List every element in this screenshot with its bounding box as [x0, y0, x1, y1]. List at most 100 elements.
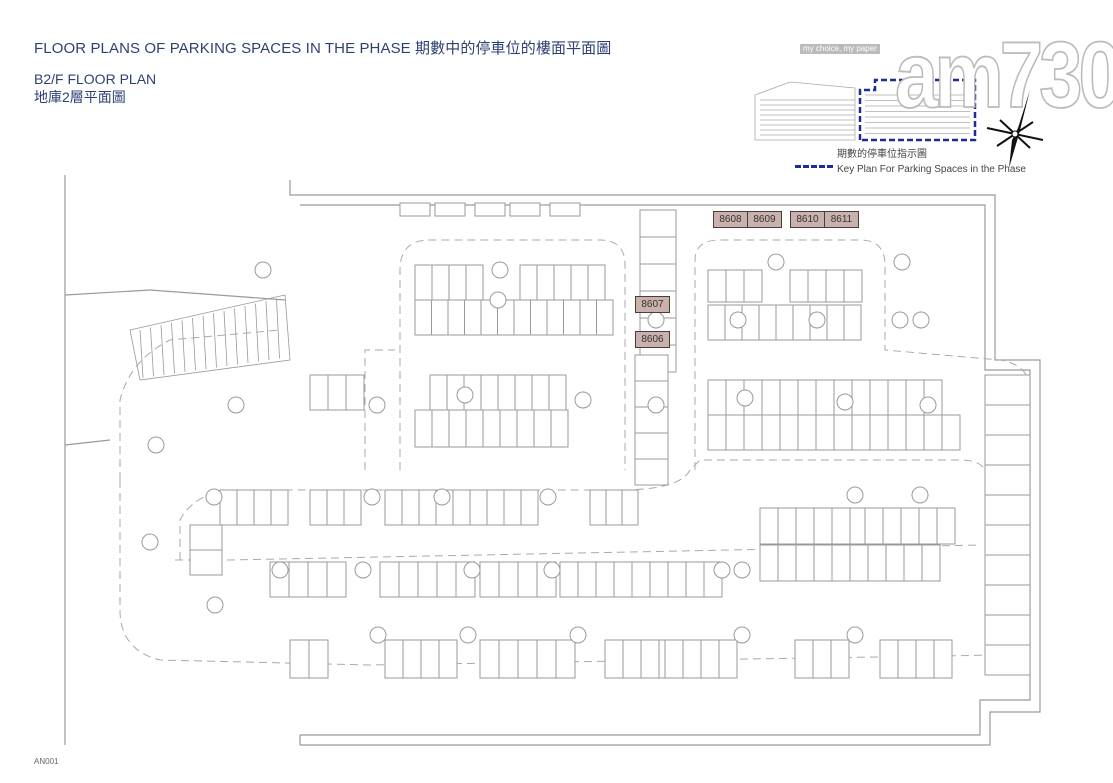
parking-bay: [343, 489, 362, 526]
parking-bay: [915, 639, 935, 679]
parking-bay: [794, 639, 814, 679]
parking-bay: [815, 414, 835, 451]
parking-bay: [807, 269, 827, 303]
column: [569, 626, 587, 644]
parking-bay: [536, 639, 557, 679]
parking-bay: [589, 489, 607, 526]
parking-bay: [667, 561, 687, 598]
column: [647, 311, 665, 329]
parking-space-8611[interactable]: 8611: [824, 211, 859, 228]
column: [539, 488, 557, 506]
watermark-tagline: my choice, my paper: [800, 44, 880, 54]
column: [227, 396, 245, 414]
parking-bay: [984, 524, 1031, 556]
column: [846, 486, 864, 504]
parking-bay: [621, 489, 639, 526]
parking-bay: [289, 639, 310, 679]
parking-bay: [270, 489, 289, 526]
parking-bay: [831, 507, 851, 545]
parking-bay: [605, 489, 623, 526]
parking-bay: [921, 544, 941, 582]
storage-box: [509, 202, 541, 217]
parking-bay: [452, 489, 471, 526]
parking-bay: [631, 561, 651, 598]
parking-bay: [918, 507, 938, 545]
watermark-logo: am730: [894, 22, 1113, 128]
parking-bay: [579, 299, 597, 336]
parking-bay: [685, 561, 705, 598]
parking-bay: [520, 489, 539, 526]
parking-bay: [707, 414, 727, 451]
parking-bay: [189, 524, 223, 551]
parking-bay: [984, 584, 1031, 616]
parking-space-8606[interactable]: 8606: [635, 331, 670, 348]
column: [271, 561, 289, 579]
parking-bay: [718, 639, 738, 679]
parking-space-8609[interactable]: 8609: [747, 211, 782, 228]
parking-bay: [402, 639, 422, 679]
parking-bay: [885, 544, 905, 582]
parking-bay: [519, 264, 538, 301]
parking-bay: [905, 414, 925, 451]
parking-bay: [826, 304, 845, 341]
parking-bay: [307, 561, 328, 598]
parking-bay: [743, 269, 763, 303]
parking-bays: [189, 202, 1031, 679]
column: [491, 261, 509, 279]
parking-bay: [984, 494, 1031, 526]
parking-bay: [864, 507, 884, 545]
parking-space-8608[interactable]: 8608: [713, 211, 748, 228]
parking-bay: [700, 639, 720, 679]
parking-bay: [499, 409, 518, 448]
parking-bay: [777, 544, 797, 582]
column: [433, 488, 451, 506]
parking-bay: [595, 561, 615, 598]
parking-bay: [384, 489, 403, 526]
column: [846, 626, 864, 644]
parking-bay: [517, 561, 538, 598]
parking-bay: [570, 264, 589, 301]
parking-bay: [236, 489, 255, 526]
parking-bay: [815, 379, 835, 416]
parking-bay: [795, 544, 815, 582]
parking-bay: [497, 374, 516, 411]
parking-bay: [797, 379, 817, 416]
parking-bay: [308, 639, 329, 679]
column: [836, 393, 854, 411]
parking-bay: [553, 264, 572, 301]
parking-bay: [436, 561, 457, 598]
parking-bay: [843, 304, 862, 341]
parking-bay: [775, 304, 794, 341]
parking-bay: [682, 639, 702, 679]
column: [729, 311, 747, 329]
parking-bay: [936, 507, 956, 545]
parking-bay: [613, 561, 633, 598]
parking-bay: [867, 544, 887, 582]
parking-bay: [725, 269, 745, 303]
parking-bay: [984, 374, 1031, 406]
parking-bay: [326, 489, 345, 526]
parking-bay: [414, 409, 433, 448]
parking-bay: [219, 489, 238, 526]
parking-bay: [640, 639, 660, 679]
legend-label-zh: 期數的停車位指示圖: [837, 149, 927, 160]
parking-bay: [448, 264, 467, 301]
column: [489, 291, 507, 309]
parking-bay: [634, 458, 669, 486]
parking-bay: [900, 507, 920, 545]
column: [206, 596, 224, 614]
parking-space-8610[interactable]: 8610: [790, 211, 825, 228]
parking-space-8607[interactable]: 8607: [635, 296, 670, 313]
column: [456, 386, 474, 404]
parking-bay: [604, 639, 624, 679]
parking-bay: [465, 409, 484, 448]
column: [254, 261, 272, 279]
parking-bay: [813, 544, 833, 582]
column: [368, 396, 386, 414]
parking-bay: [514, 374, 533, 411]
floor-title-zh: 地庫2層平面圖: [34, 89, 126, 105]
column: [919, 396, 937, 414]
column: [647, 396, 665, 414]
column: [893, 253, 911, 271]
